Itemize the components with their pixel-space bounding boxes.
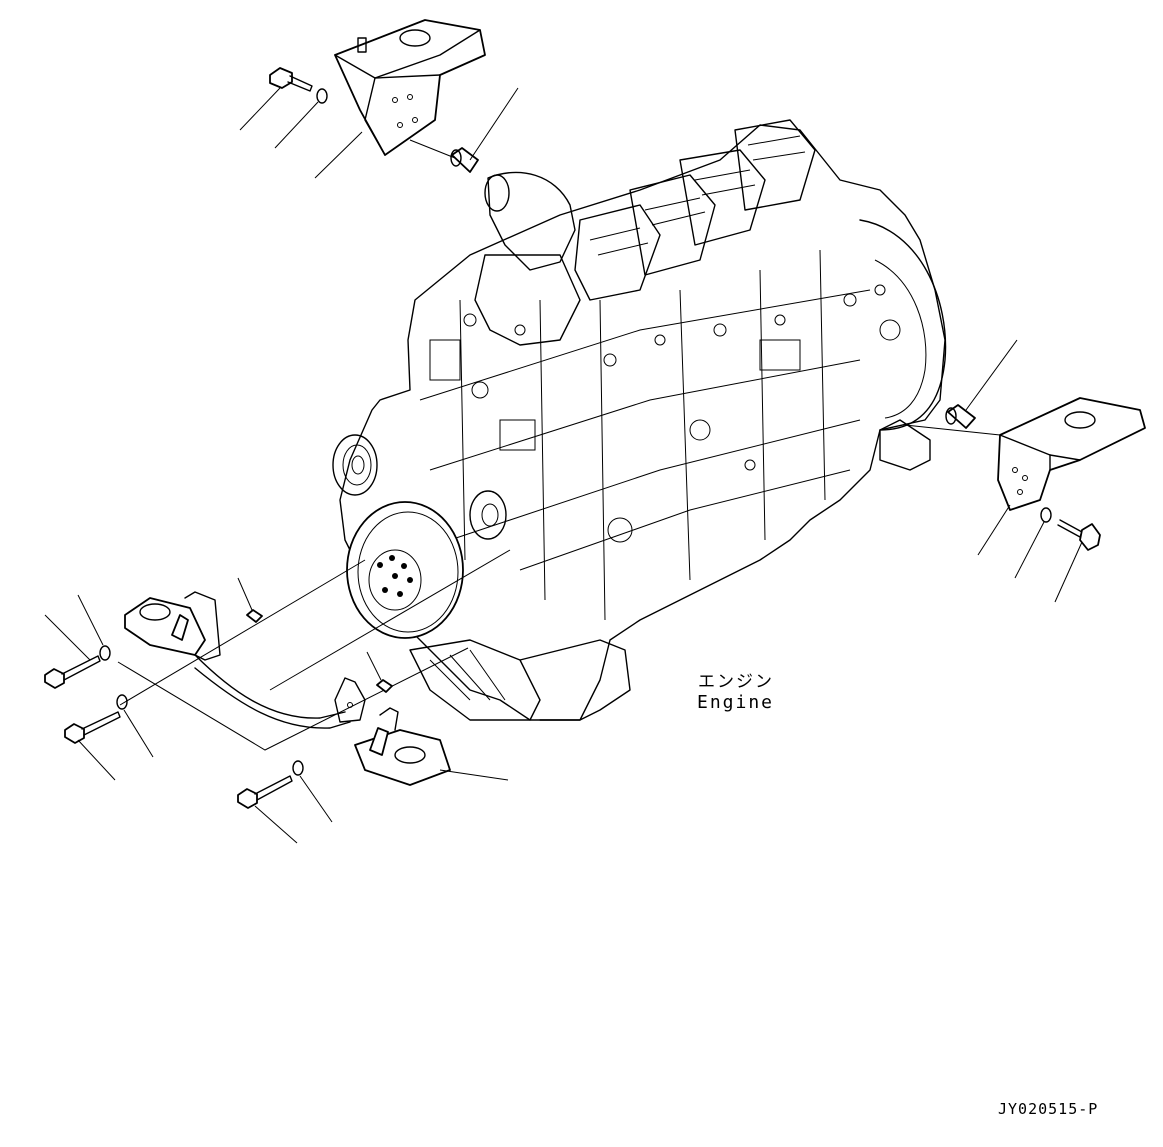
right-bolt: [1054, 519, 1101, 603]
front-mount-dowel-pins: [237, 577, 393, 693]
front-right-pad: [354, 707, 509, 786]
right-washer: [1014, 507, 1052, 579]
rear-upper-bolt: [239, 67, 313, 131]
front-mount-washers: [77, 594, 333, 823]
engine-label-english: Engine: [697, 692, 775, 713]
front-left-pad: [124, 591, 221, 661]
rear-upper-mount-group: [239, 19, 519, 179]
rear-upper-bracket: [334, 19, 486, 156]
front-center-bracket: [334, 677, 366, 723]
rear-upper-washer: [274, 88, 328, 149]
right-bushing: [945, 339, 1018, 429]
front-mount-bolts: [44, 614, 298, 844]
drawing-code: JY020515-P: [998, 1100, 1099, 1118]
right-bracket: [997, 397, 1146, 511]
rear-upper-bushing: [450, 87, 519, 173]
front-mount-group: [44, 549, 511, 844]
engine-block: [332, 119, 947, 721]
engine-label-japanese: エンジン: [698, 672, 774, 692]
right-mount-group: [904, 339, 1146, 603]
